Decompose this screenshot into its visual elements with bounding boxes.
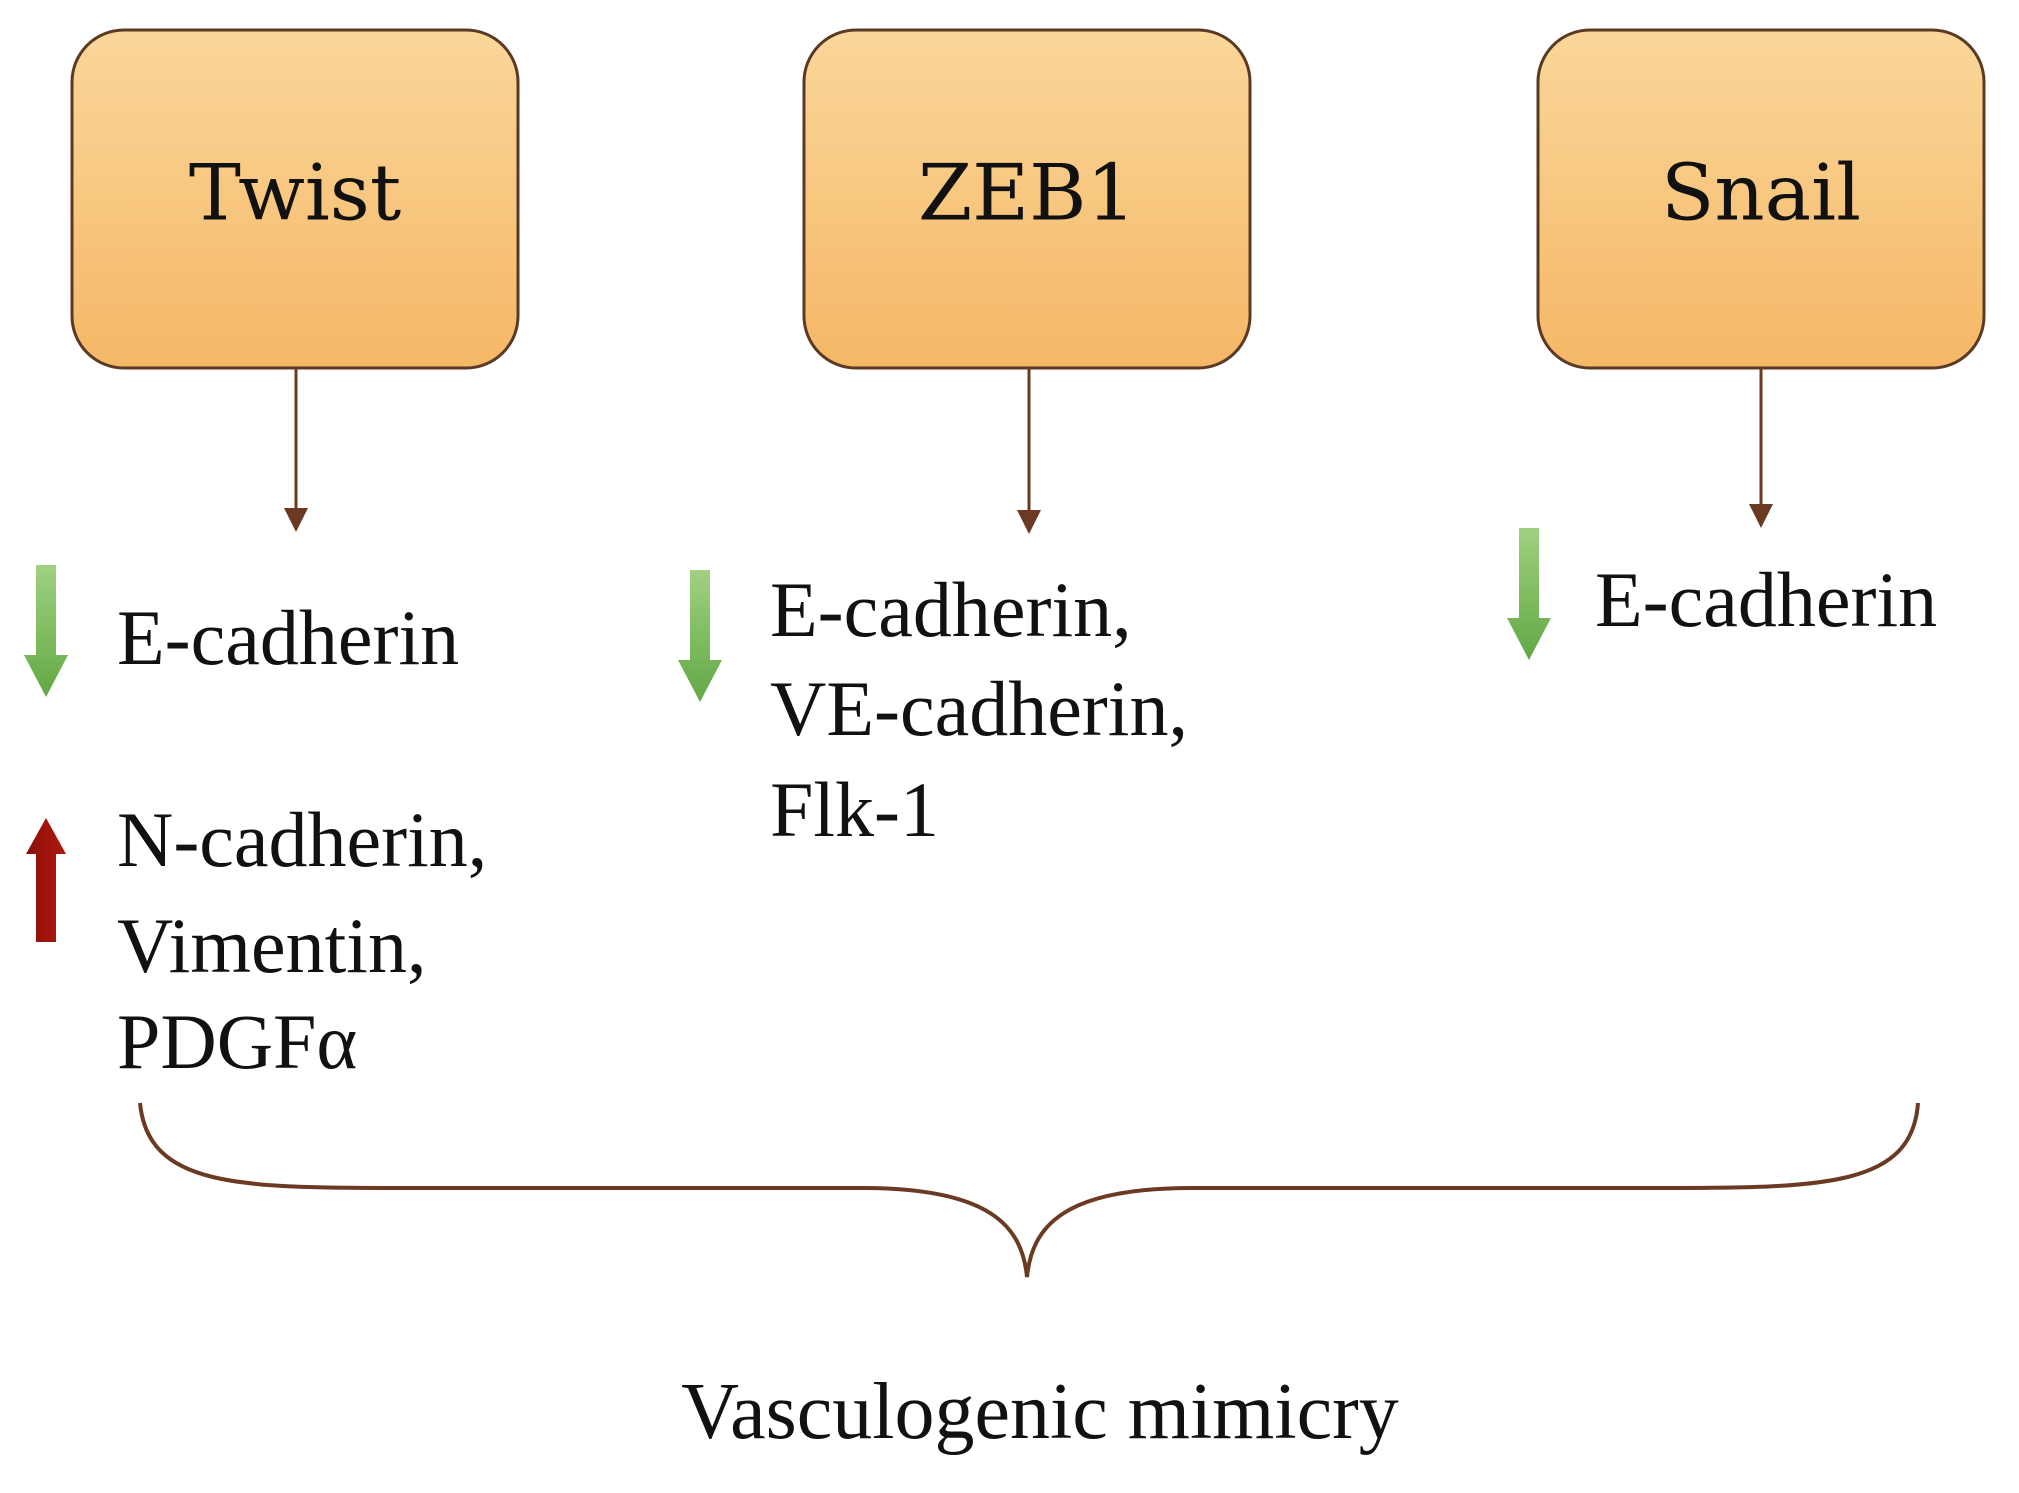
red-up-arrow-icon: [26, 818, 66, 942]
effect-snail-down: E-cadherin: [1507, 528, 1937, 660]
effect-line: Vimentin,: [117, 902, 426, 989]
effect-zeb1-down: E-cadherin, VE-cadherin, Flk-1: [678, 566, 1207, 853]
effect-line: Flk-1: [770, 766, 939, 853]
svg-text:E-cadherin: E-cadherin: [117, 594, 459, 681]
effect-line: E-cadherin,: [770, 566, 1132, 653]
node-box-zeb1: [802, 28, 1252, 370]
node-label-zeb1: ZEB1: [918, 149, 1136, 239]
outcome-label: Vasculogenic mimicry: [681, 1368, 1399, 1456]
connector-arrowhead-snail: [1749, 504, 1773, 528]
svg-text:E-cadherin: E-cadherin: [1595, 556, 1937, 643]
node-label-snail: Snail: [1661, 149, 1861, 239]
green-down-arrow-icon: [678, 570, 722, 702]
effect-line: N-cadherin,: [117, 796, 487, 883]
node-label-twist: Twist: [189, 149, 401, 239]
effect-twist-down: E-cadherin: [24, 565, 459, 697]
effect-line: VE-cadherin,: [770, 665, 1188, 752]
node-twist: Twist: [70, 28, 520, 370]
green-down-arrow-icon: [1507, 528, 1551, 660]
svg-text:E-cadherin, VE-cadherin,: E-cadherin, VE-cadherin, Flk-1: [770, 566, 1207, 853]
connector-twist: [284, 368, 308, 532]
connector-zeb1: [1017, 368, 1041, 534]
green-down-arrow-icon: [24, 565, 68, 697]
connector-arrowhead-twist: [284, 508, 308, 532]
effect-twist-up: N-cadherin, Vimentin, PDGFα: [26, 796, 507, 1085]
node-snail: Snail: [1536, 28, 1986, 370]
node-zeb1: ZEB1: [802, 28, 1252, 370]
effect-line: E-cadherin: [1595, 556, 1937, 643]
curly-brace: [138, 1102, 1920, 1278]
connector-arrowhead-zeb1: [1017, 510, 1041, 534]
connector-snail: [1749, 368, 1773, 528]
effect-line: E-cadherin: [117, 594, 459, 681]
effect-line: PDGFα: [117, 998, 357, 1085]
svg-text:N-cadherin, Vimentin,: N-cadherin, Vimentin, PDGFα: [117, 796, 507, 1085]
